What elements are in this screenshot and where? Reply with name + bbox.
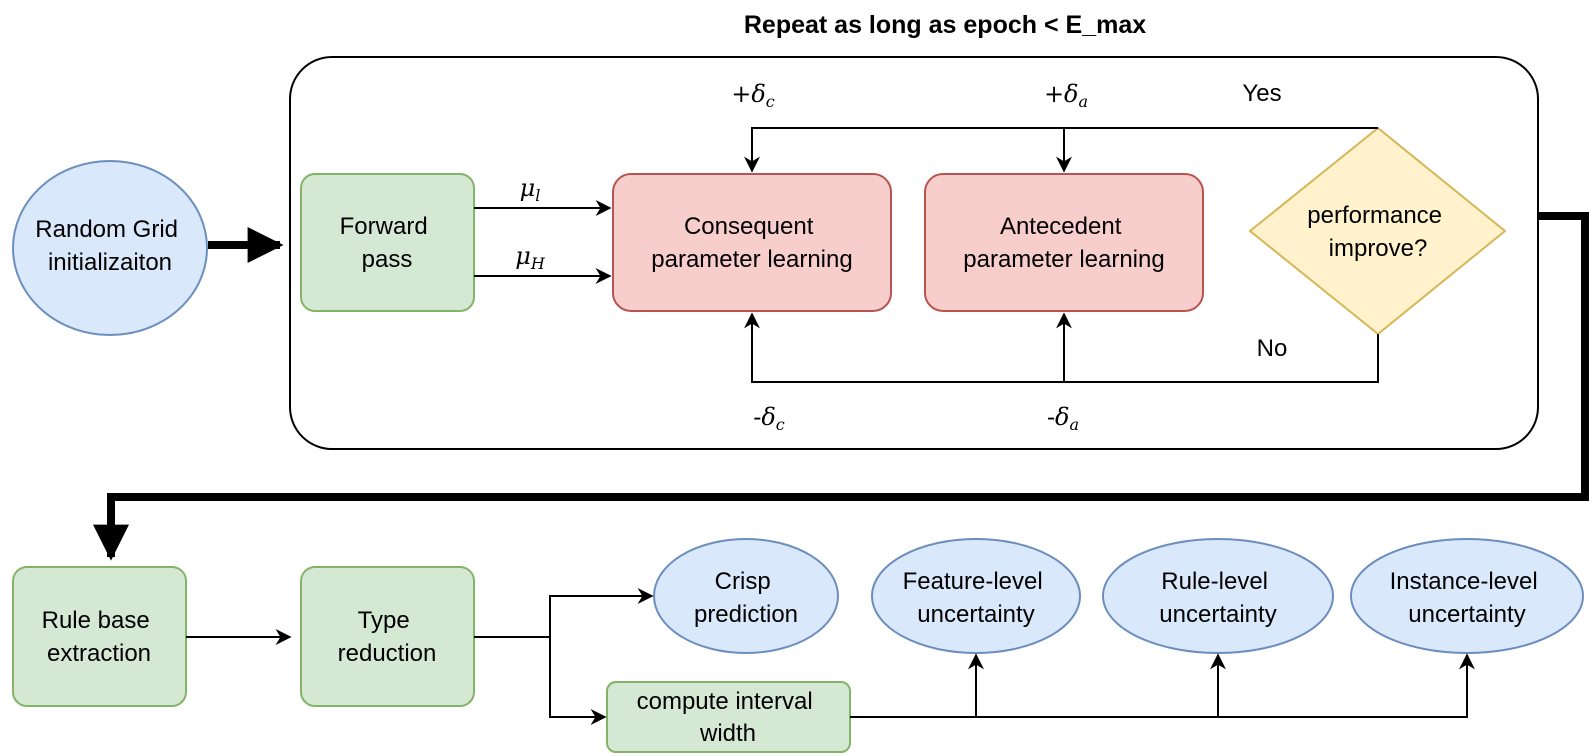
- antecedent-learning-node[interactable]: [924, 173, 1204, 312]
- no-label: No: [1257, 335, 1288, 362]
- training-loop-container: [289, 56, 1539, 450]
- plus-delta-a-label: +δa: [1044, 80, 1088, 111]
- minus-delta-a-label: -δa: [1047, 403, 1079, 434]
- forward-pass-node[interactable]: [300, 173, 475, 312]
- consequent-learning-label: Consequent parameter learning: [651, 213, 852, 273]
- type-reduction-label: Type reduction: [338, 607, 437, 667]
- yes-label: Yes: [1242, 80, 1281, 107]
- crisp-prediction-label: Crisp prediction: [694, 568, 798, 628]
- performance-decision-label: performance improve?: [1307, 202, 1448, 262]
- interval-width-label: compute interval width: [637, 688, 820, 747]
- interval-to-instance-edge: [850, 653, 1475, 718]
- antecedent-learning-label: Antecedent parameter learning: [963, 213, 1164, 273]
- mu-h-label: μH: [515, 242, 546, 273]
- random-grid-init-node[interactable]: [12, 160, 208, 336]
- consequent-learning-node[interactable]: [612, 173, 892, 312]
- random-grid-init-label: Random Grid initializaiton: [35, 216, 184, 276]
- instance-level-uncertainty-label: Instance-level uncertainty: [1390, 568, 1545, 628]
- type-reduction-node[interactable]: [300, 566, 475, 707]
- forward-pass-label: Forward pass: [340, 213, 435, 273]
- loop-exit-arrow: [93, 212, 1589, 561]
- performance-decision-node[interactable]: [1248, 126, 1507, 336]
- rule-base-extraction-node[interactable]: [12, 566, 187, 707]
- minus-delta-c-label: -δc: [753, 403, 785, 434]
- rule-level-uncertainty-label: Rule-level uncertainty: [1159, 568, 1276, 628]
- loop-title: Repeat as long as epoch < E_max: [744, 11, 1146, 39]
- yes-to-consequent-edge: [744, 127, 1378, 173]
- instance-level-uncertainty-node[interactable]: [1350, 538, 1584, 654]
- mu-l-label: μl: [520, 174, 541, 205]
- crisp-prediction-node[interactable]: [653, 538, 839, 654]
- feature-level-uncertainty-label: Feature-level uncertainty: [903, 568, 1050, 628]
- plus-delta-c-label: +δc: [731, 80, 775, 111]
- typereduction-to-crisp-edge: [474, 588, 654, 638]
- rule-level-uncertainty-node[interactable]: [1102, 538, 1334, 654]
- rule-base-extraction-label: Rule base extraction: [42, 607, 157, 667]
- typereduction-to-interval-edge: [549, 637, 607, 725]
- feature-level-uncertainty-node[interactable]: [871, 538, 1081, 654]
